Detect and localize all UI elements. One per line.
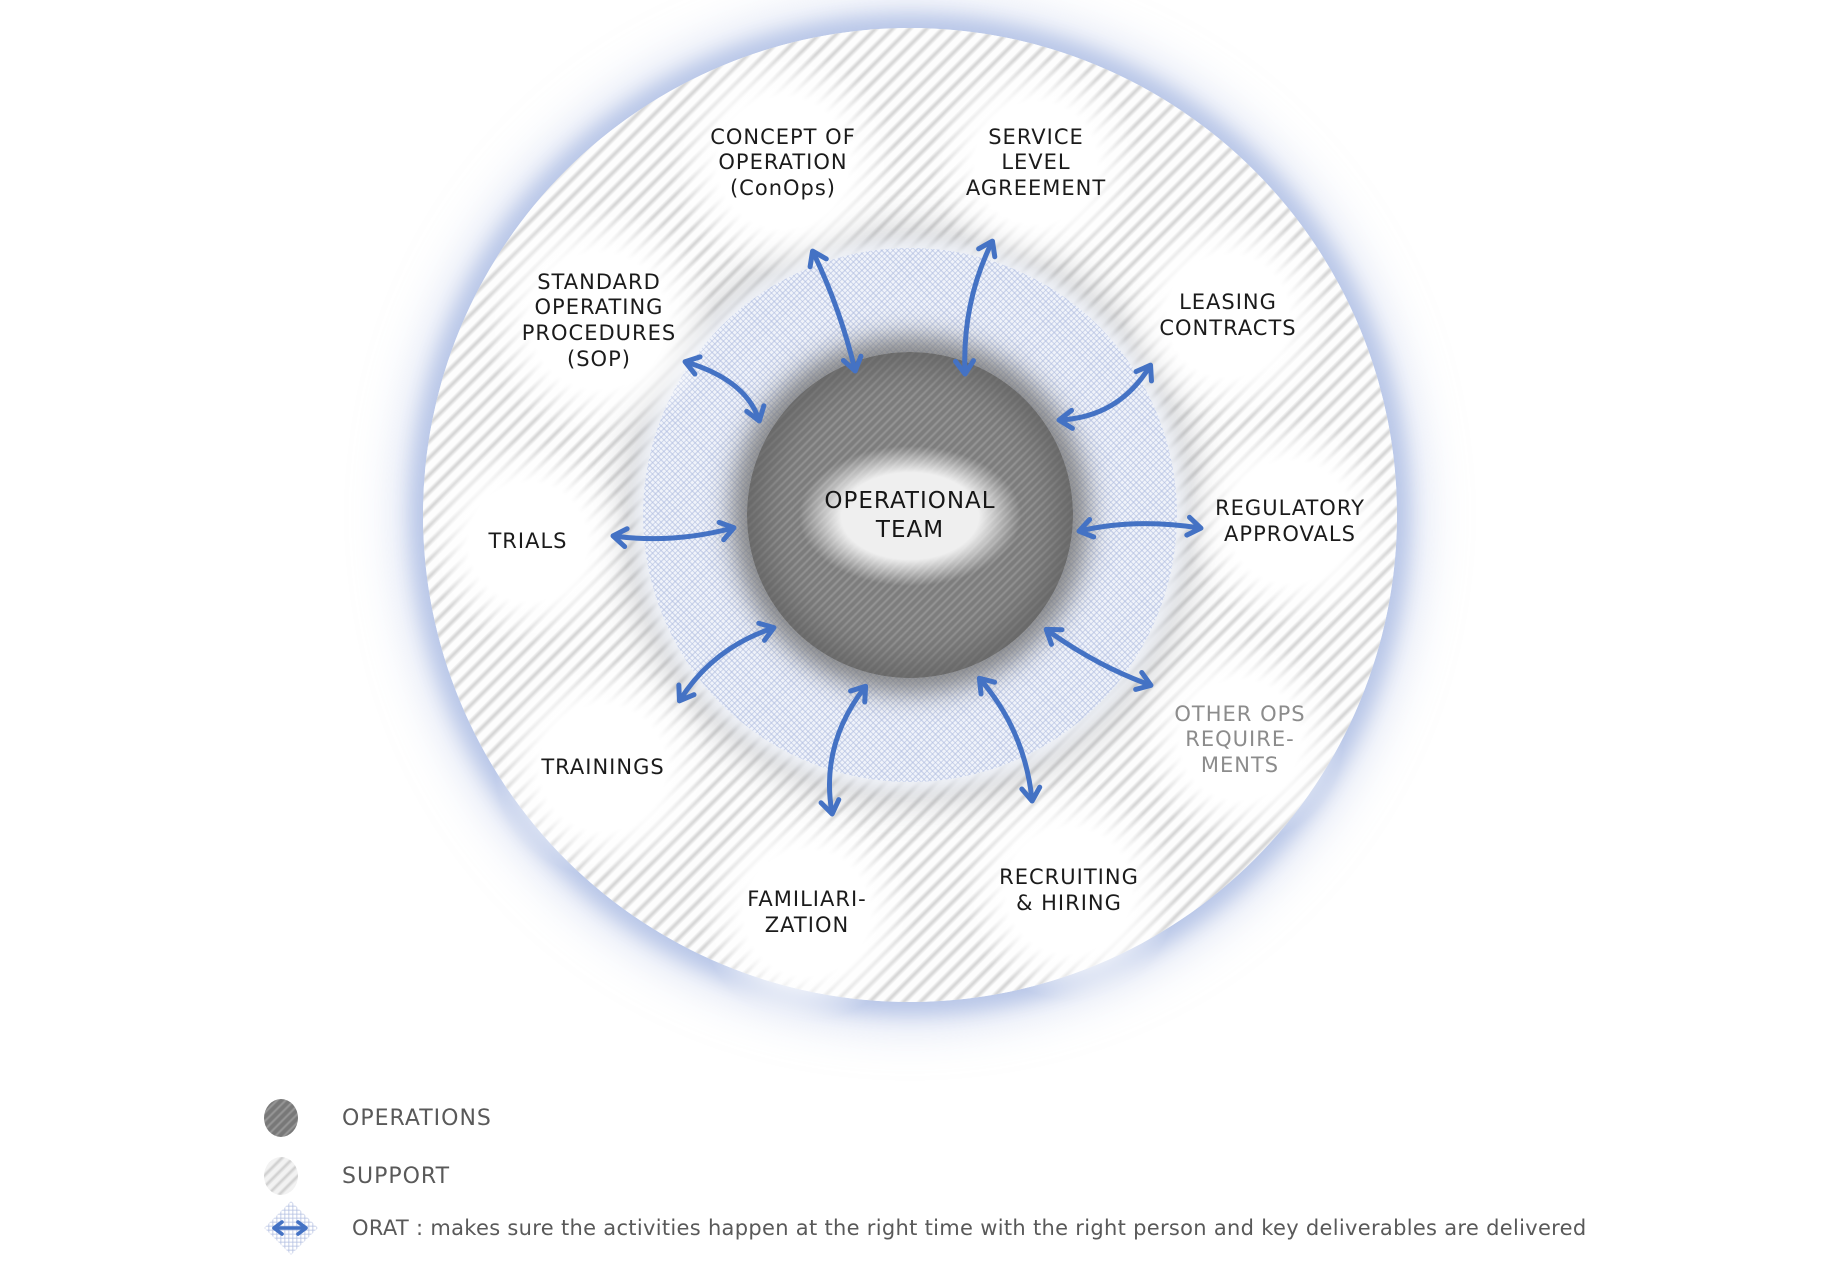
legend-support: SUPPORT (264, 1157, 450, 1195)
legend-support-label: SUPPORT (342, 1163, 451, 1189)
double-arrow-icon (272, 1220, 308, 1236)
legend-operations: OPERATIONS (264, 1099, 492, 1137)
node-recruiting-hiring: RECRUITING & HIRING (961, 783, 1177, 999)
node-label-leasing-contracts: LEASING CONTRACTS (1159, 290, 1297, 340)
node-label-trials: TRIALS (488, 529, 568, 554)
legend-orat-label: ORAT : makes sure the activities happen … (352, 1216, 1587, 1240)
node-label-familiarization: FAMILIARI- ZATION (747, 887, 867, 937)
legend-operations-label: OPERATIONS (342, 1105, 492, 1131)
node-trainings: TRAININGS (495, 660, 711, 876)
legend-orat: ORAT : makes sure the activities happen … (264, 1201, 1587, 1255)
node-concept-of-operation: CONCEPT OF OPERATION (ConOps) (670, 50, 896, 276)
support-swatch-icon (264, 1157, 298, 1195)
operations-swatch-icon (264, 1099, 298, 1137)
node-trials: TRIALS (426, 440, 630, 644)
node-service-level-agreement: SERVICE LEVEL AGREEMENT (931, 58, 1141, 268)
node-familiarization: FAMILIARI- ZATION (699, 805, 915, 1021)
node-other-ops-requirements: OTHER OPS REQUIRE- MENTS (1137, 637, 1343, 843)
operational-team-label: OPERATIONAL TEAM (824, 488, 996, 543)
operational-team-ellipse: OPERATIONAL TEAM (799, 446, 1021, 586)
node-label-service-level-agreement: SERVICE LEVEL AGREEMENT (965, 124, 1107, 200)
node-label-trainings: TRAININGS (541, 755, 665, 780)
node-label-regulatory-approvals: REGULATORY APPROVALS (1215, 496, 1365, 546)
node-leasing-contracts: LEASING CONTRACTS (1123, 211, 1333, 421)
node-label-other-ops-requirements: OTHER OPS REQUIRE- MENTS (1174, 701, 1306, 777)
node-label-recruiting-hiring: RECRUITING & HIRING (999, 865, 1139, 915)
node-label-standard-operating-procedures: STANDARD OPERATING PROCEDURES (SOP) (521, 269, 677, 371)
node-regulatory-approvals: REGULATORY APPROVALS (1185, 417, 1395, 627)
node-standard-operating-procedures: STANDARD OPERATING PROCEDURES (SOP) (482, 204, 716, 438)
orat-legend-icon (264, 1201, 318, 1255)
node-label-concept-of-operation: CONCEPT OF OPERATION (ConOps) (710, 124, 856, 200)
